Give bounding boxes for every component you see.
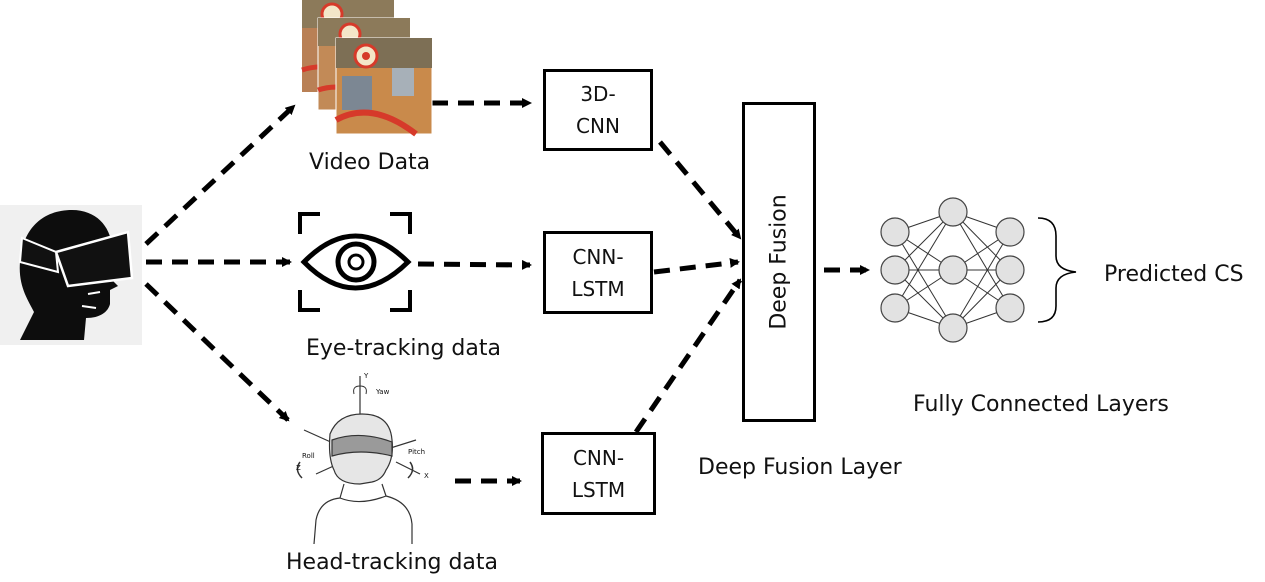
fc-node <box>995 217 1025 247</box>
fc-node <box>938 197 968 227</box>
head-axis-z-label: Z <box>296 464 301 472</box>
deep-fusion-box-label: Deep Fusion <box>766 194 792 330</box>
fully-connected-layers-label: Fully Connected Layers <box>913 392 1169 417</box>
head-tracking-icon <box>296 376 421 545</box>
arrow-cnnlstm-eye-to-fusion <box>653 257 740 275</box>
fc-node <box>880 255 910 285</box>
fc-node <box>995 255 1025 285</box>
eye-tracking-label: Eye-tracking data <box>306 336 501 361</box>
arrow-person-to-video <box>144 104 296 246</box>
arrow-person-to-head <box>144 282 290 422</box>
cnn3d-box: 3D- CNN <box>543 69 653 151</box>
cnn3d-line1: 3D- <box>580 82 616 106</box>
deep-fusion-layer-caption: Deep Fusion Layer <box>698 455 902 480</box>
head-tracking-label: Head-tracking data <box>286 550 499 575</box>
fc-node <box>938 255 968 285</box>
arrow-eye-to-cnnlstm <box>417 259 532 270</box>
head-roll-label: Roll <box>302 452 315 460</box>
head-cnn-lstm-box: CNN- LSTM <box>541 432 656 515</box>
head-axis-y-label: Y <box>364 372 369 380</box>
head-model-line2: LSTM <box>571 477 626 502</box>
head-pitch-label: Pitch <box>408 448 426 456</box>
eye-model-line2: LSTM <box>571 276 625 301</box>
head-yaw-label: Yaw <box>376 388 390 396</box>
arrow-cnnlstm-head-to-fusion <box>633 278 743 434</box>
head-model-line1: CNN- <box>572 445 625 470</box>
deep-fusion-box: Deep Fusion <box>742 102 816 422</box>
fc-node <box>880 293 910 323</box>
eye-tracking-icon <box>298 212 412 312</box>
video-data-label: Video Data <box>309 150 431 175</box>
head-axis-x-label: X <box>424 472 429 480</box>
fc-node <box>995 293 1025 323</box>
fc-node <box>938 313 968 343</box>
predicted-cs-label: Predicted CS <box>1104 262 1244 287</box>
arrow-3dcnn-to-fusion <box>658 140 742 240</box>
vr-user-icon <box>0 205 142 345</box>
fc-node <box>880 217 910 247</box>
eye-cnn-lstm-box: CNN- LSTM <box>543 231 653 314</box>
video-frames-icon <box>301 0 433 137</box>
eye-model-line1: CNN- <box>572 244 624 269</box>
output-brace <box>1037 217 1077 323</box>
cnn3d-line2: CNN <box>576 114 620 138</box>
